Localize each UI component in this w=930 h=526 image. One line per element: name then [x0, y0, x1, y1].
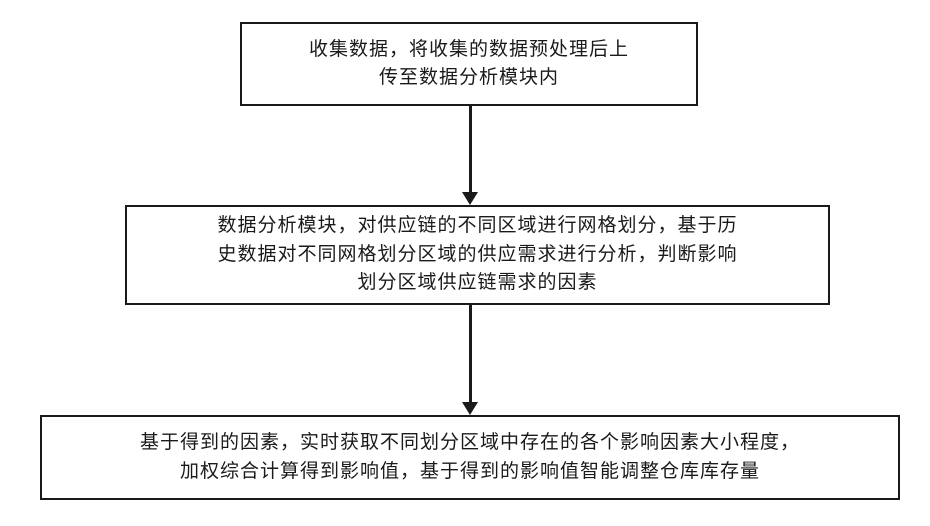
arrow-shaft: [468, 305, 472, 403]
step-2-text-line-3: 划分区域供应链需求的因素: [357, 272, 598, 294]
step-2-text-line-2: 史数据对不同网格划分区域的供应需求进行分析，判断影响: [217, 243, 738, 265]
step-3-text-line-1: 基于得到的因素，实时获取不同划分区域中存在的各个影响因素大小程度，: [139, 432, 800, 453]
step-2-text-line-1: 数据分析模块，对供应链的不同区域进行网格划分，基于历: [217, 215, 738, 237]
arrow-shaft: [468, 106, 472, 193]
arrow-head-icon: [462, 402, 478, 415]
step-1-text-line-2: 传至数据分析模块内: [378, 67, 559, 88]
flowchart-box-step-2: 数据分析模块，对供应链的不同区域进行网格划分，基于历 史数据对不同网格划分区域的…: [125, 205, 830, 305]
flowchart-box-step-1: 收集数据，将收集的数据预处理后上 传至数据分析模块内: [240, 22, 698, 106]
step-1-text-line-1: 收集数据，将收集的数据预处理后上: [308, 38, 629, 60]
flowchart-box-step-3: 基于得到的因素，实时获取不同划分区域中存在的各个影响因素大小程度， 加权综合计算…: [40, 415, 900, 500]
step-3-text-line-2: 加权综合计算得到影响值，基于得到的影响值智能调整仓库库存量: [179, 460, 760, 482]
arrow-head-icon: [462, 192, 478, 205]
